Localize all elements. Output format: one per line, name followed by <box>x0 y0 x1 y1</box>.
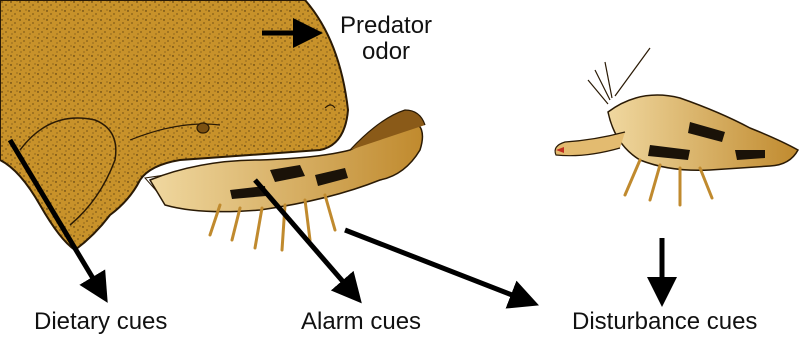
disturbance-cues-label: Disturbance cues <box>572 310 757 334</box>
free-crayfish <box>555 48 798 205</box>
predator-odor-label: Predator odor <box>340 14 432 64</box>
disturbance-cues-arrow-left <box>345 230 525 300</box>
predator-odor-line1: Predator <box>340 12 432 39</box>
alarm-cues-label: Alarm cues <box>301 310 421 334</box>
predator-odor-line2: odor <box>340 40 432 64</box>
dietary-cues-label: Dietary cues <box>34 310 167 334</box>
